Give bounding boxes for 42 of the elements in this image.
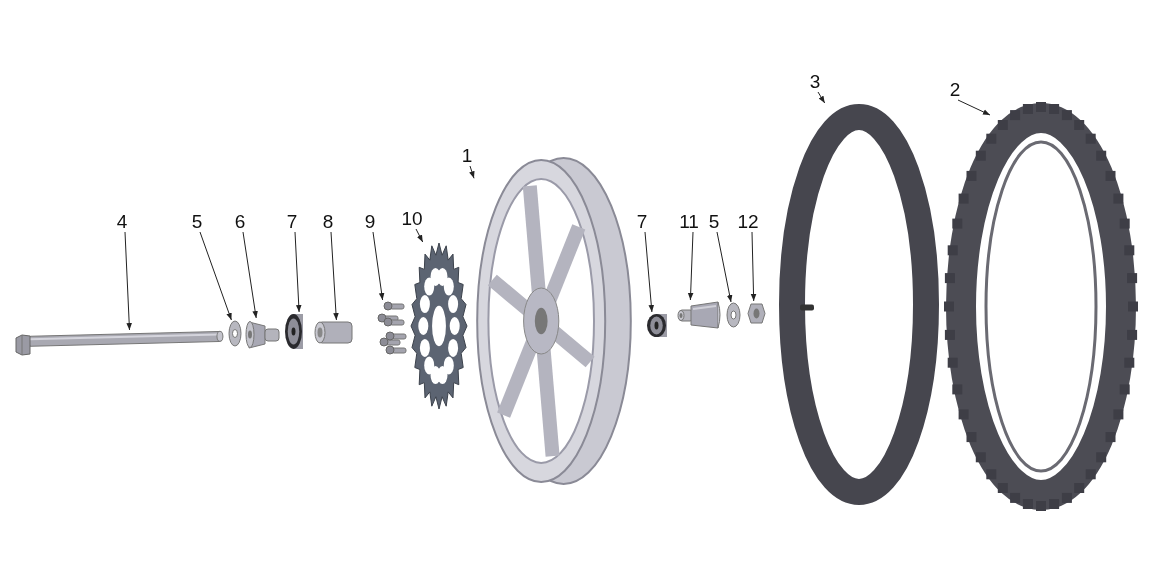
bearing-drawing	[644, 312, 669, 339]
callout-number: 7	[282, 212, 302, 232]
leader-line	[750, 231, 757, 302]
nut-drawing	[747, 301, 766, 326]
callout-number: 8	[318, 212, 338, 232]
leader-line	[716, 231, 733, 303]
leader-line	[957, 99, 991, 116]
axle-drawing	[14, 330, 224, 357]
callout-number: 3	[805, 72, 825, 92]
leader-line	[469, 165, 475, 179]
leader-line	[330, 231, 339, 321]
callout-number: 1	[457, 146, 477, 166]
leader-line	[242, 231, 258, 319]
spacer-drawing	[245, 318, 281, 351]
leader-line	[372, 231, 385, 301]
callout-number: 12	[734, 212, 762, 232]
leader-line	[415, 228, 424, 243]
sleeve-drawing	[314, 320, 354, 345]
leader-line	[687, 231, 694, 301]
callout-number: 6	[230, 212, 250, 232]
callout-number: 5	[187, 212, 207, 232]
leader-line	[294, 231, 302, 313]
leader-line	[817, 91, 826, 104]
tire-drawing	[941, 100, 1141, 513]
callout-number: 7	[632, 212, 652, 232]
callout-number: 9	[360, 212, 380, 232]
brake-disc-drawing	[410, 242, 468, 410]
spacer-drawing	[677, 300, 721, 329]
callout-number: 4	[112, 212, 132, 232]
inner-tube-drawing	[778, 103, 940, 506]
wheel-rim-drawing	[474, 156, 634, 486]
leader-line	[124, 231, 132, 331]
callout-number: 5	[704, 212, 724, 232]
leader-line	[199, 231, 232, 321]
callout-number: 2	[945, 80, 965, 100]
washer-drawing	[726, 302, 741, 328]
bolts-drawing	[374, 300, 408, 356]
leader-line	[644, 231, 655, 313]
bearing-drawing	[282, 312, 305, 351]
washer-drawing	[228, 320, 242, 347]
callout-number: 10	[398, 209, 426, 229]
callout-number: 11	[675, 212, 703, 232]
